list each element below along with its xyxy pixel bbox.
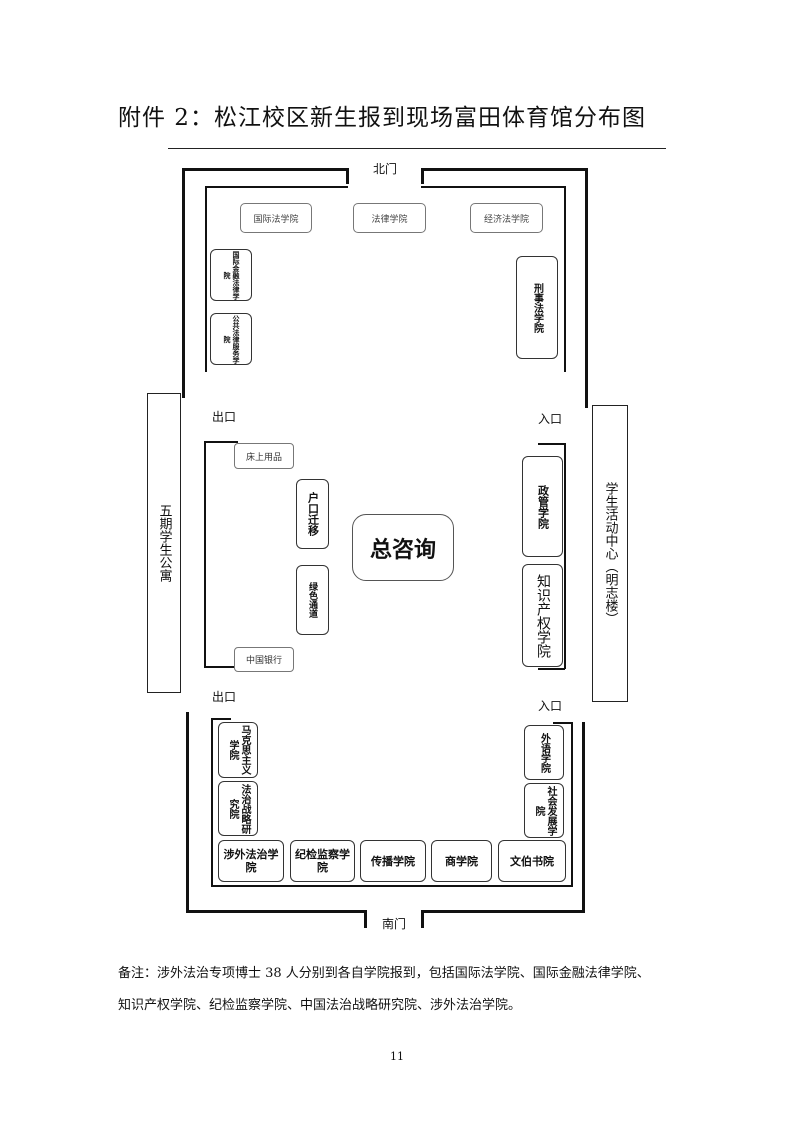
outer-wall-right-lower	[582, 722, 585, 912]
outer-wall-left-lower	[186, 712, 189, 913]
inner-wall-top-right	[421, 186, 566, 188]
middle-wall-right-top	[538, 443, 565, 445]
booth-politics-management[interactable]: 政管学院	[522, 456, 563, 557]
booth-green-channel[interactable]: 绿色通道	[296, 565, 329, 635]
booth-communication[interactable]: 传播学院	[360, 840, 426, 882]
booth-international-law[interactable]: 国际法学院	[240, 203, 312, 233]
exit-label-top: 出口	[212, 410, 237, 424]
page-title: 附件 2：松江校区新生报到现场富田体育馆分布图	[118, 105, 646, 131]
middle-wall-left-top	[204, 441, 238, 443]
inner-wall-left-upper	[205, 186, 207, 372]
note-line-1: 备注：涉外法治专项博士 38 人分别到各自学院报到，包括国际法学院、国际金融法律…	[118, 966, 650, 981]
note-line-2: 知识产权学院、纪检监察学院、中国法治战略研究院、涉外法治学院。	[118, 998, 522, 1013]
outer-wall-right-upper	[585, 168, 588, 408]
page-number: 11	[390, 1050, 404, 1063]
south-gate-post-right	[421, 910, 424, 928]
booth-social-development[interactable]: 社会发展学院	[524, 783, 564, 838]
middle-wall-right-bottom	[538, 668, 565, 670]
booth-bedding[interactable]: 床上用品	[234, 443, 294, 469]
middle-wall-right	[564, 443, 566, 669]
inner-wall-left-lower	[211, 718, 214, 887]
inner-wall-right-upper	[564, 186, 566, 372]
general-consultation[interactable]: 总咨询	[352, 514, 454, 581]
inner-wall-top-left-lower	[211, 718, 231, 720]
exit-label-bottom: 出口	[212, 690, 237, 704]
booth-hukou-transfer[interactable]: 户口迁移	[296, 479, 329, 549]
booth-rule-of-law-strategy[interactable]: 法治战略研究院	[218, 781, 258, 836]
inner-wall-bottom-lower	[211, 885, 573, 888]
booth-economic-law[interactable]: 经济法学院	[470, 203, 543, 233]
booth-bank-of-china[interactable]: 中国银行	[234, 647, 294, 672]
north-gate-post-left	[346, 168, 349, 184]
middle-wall-left	[204, 441, 206, 667]
booth-public-legal-service[interactable]: 公共法律服务学院	[210, 313, 252, 365]
booth-discipline-inspection[interactable]: 纪检监察学院	[290, 840, 355, 882]
booth-marxism[interactable]: 马克思主义学院	[218, 722, 258, 778]
booth-business-school[interactable]: 商学院	[431, 840, 492, 882]
inner-wall-right-lower	[571, 722, 574, 887]
north-gate-post-right	[421, 168, 424, 184]
inner-wall-top-right-lower	[553, 722, 573, 724]
middle-wall-left-bottom	[204, 666, 238, 668]
outer-wall-top-left	[182, 168, 348, 171]
outer-wall-bottom-right	[423, 910, 585, 913]
booth-wenbo-college[interactable]: 文伯书院	[498, 840, 566, 882]
entrance-label-bottom: 入口	[538, 699, 563, 713]
booth-international-finance-law[interactable]: 国际金融法律学院	[210, 249, 252, 301]
booth-intellectual-property[interactable]: 知识产权学院	[522, 564, 563, 667]
booth-foreign-languages[interactable]: 外语学院	[524, 725, 564, 780]
booth-criminal-law[interactable]: 刑事法学院	[516, 256, 558, 359]
outer-wall-top-right	[422, 168, 588, 171]
inner-wall-top-left	[205, 186, 348, 188]
outer-wall-bottom-left	[186, 910, 366, 913]
dormitory-building: 五期学生公寓	[147, 393, 181, 693]
student-activity-center: 学生活动中心（明志楼）	[592, 405, 628, 702]
north-gate-label: 北门	[373, 162, 398, 176]
title-underline	[168, 148, 666, 149]
booth-foreign-rule-of-law[interactable]: 涉外法治学院	[218, 840, 284, 882]
booth-law-school[interactable]: 法律学院	[353, 203, 426, 233]
south-gate-label: 南门	[382, 917, 407, 931]
entrance-label-top: 入口	[538, 412, 563, 426]
south-gate-post-left	[364, 910, 367, 928]
outer-wall-left-upper	[182, 168, 185, 398]
